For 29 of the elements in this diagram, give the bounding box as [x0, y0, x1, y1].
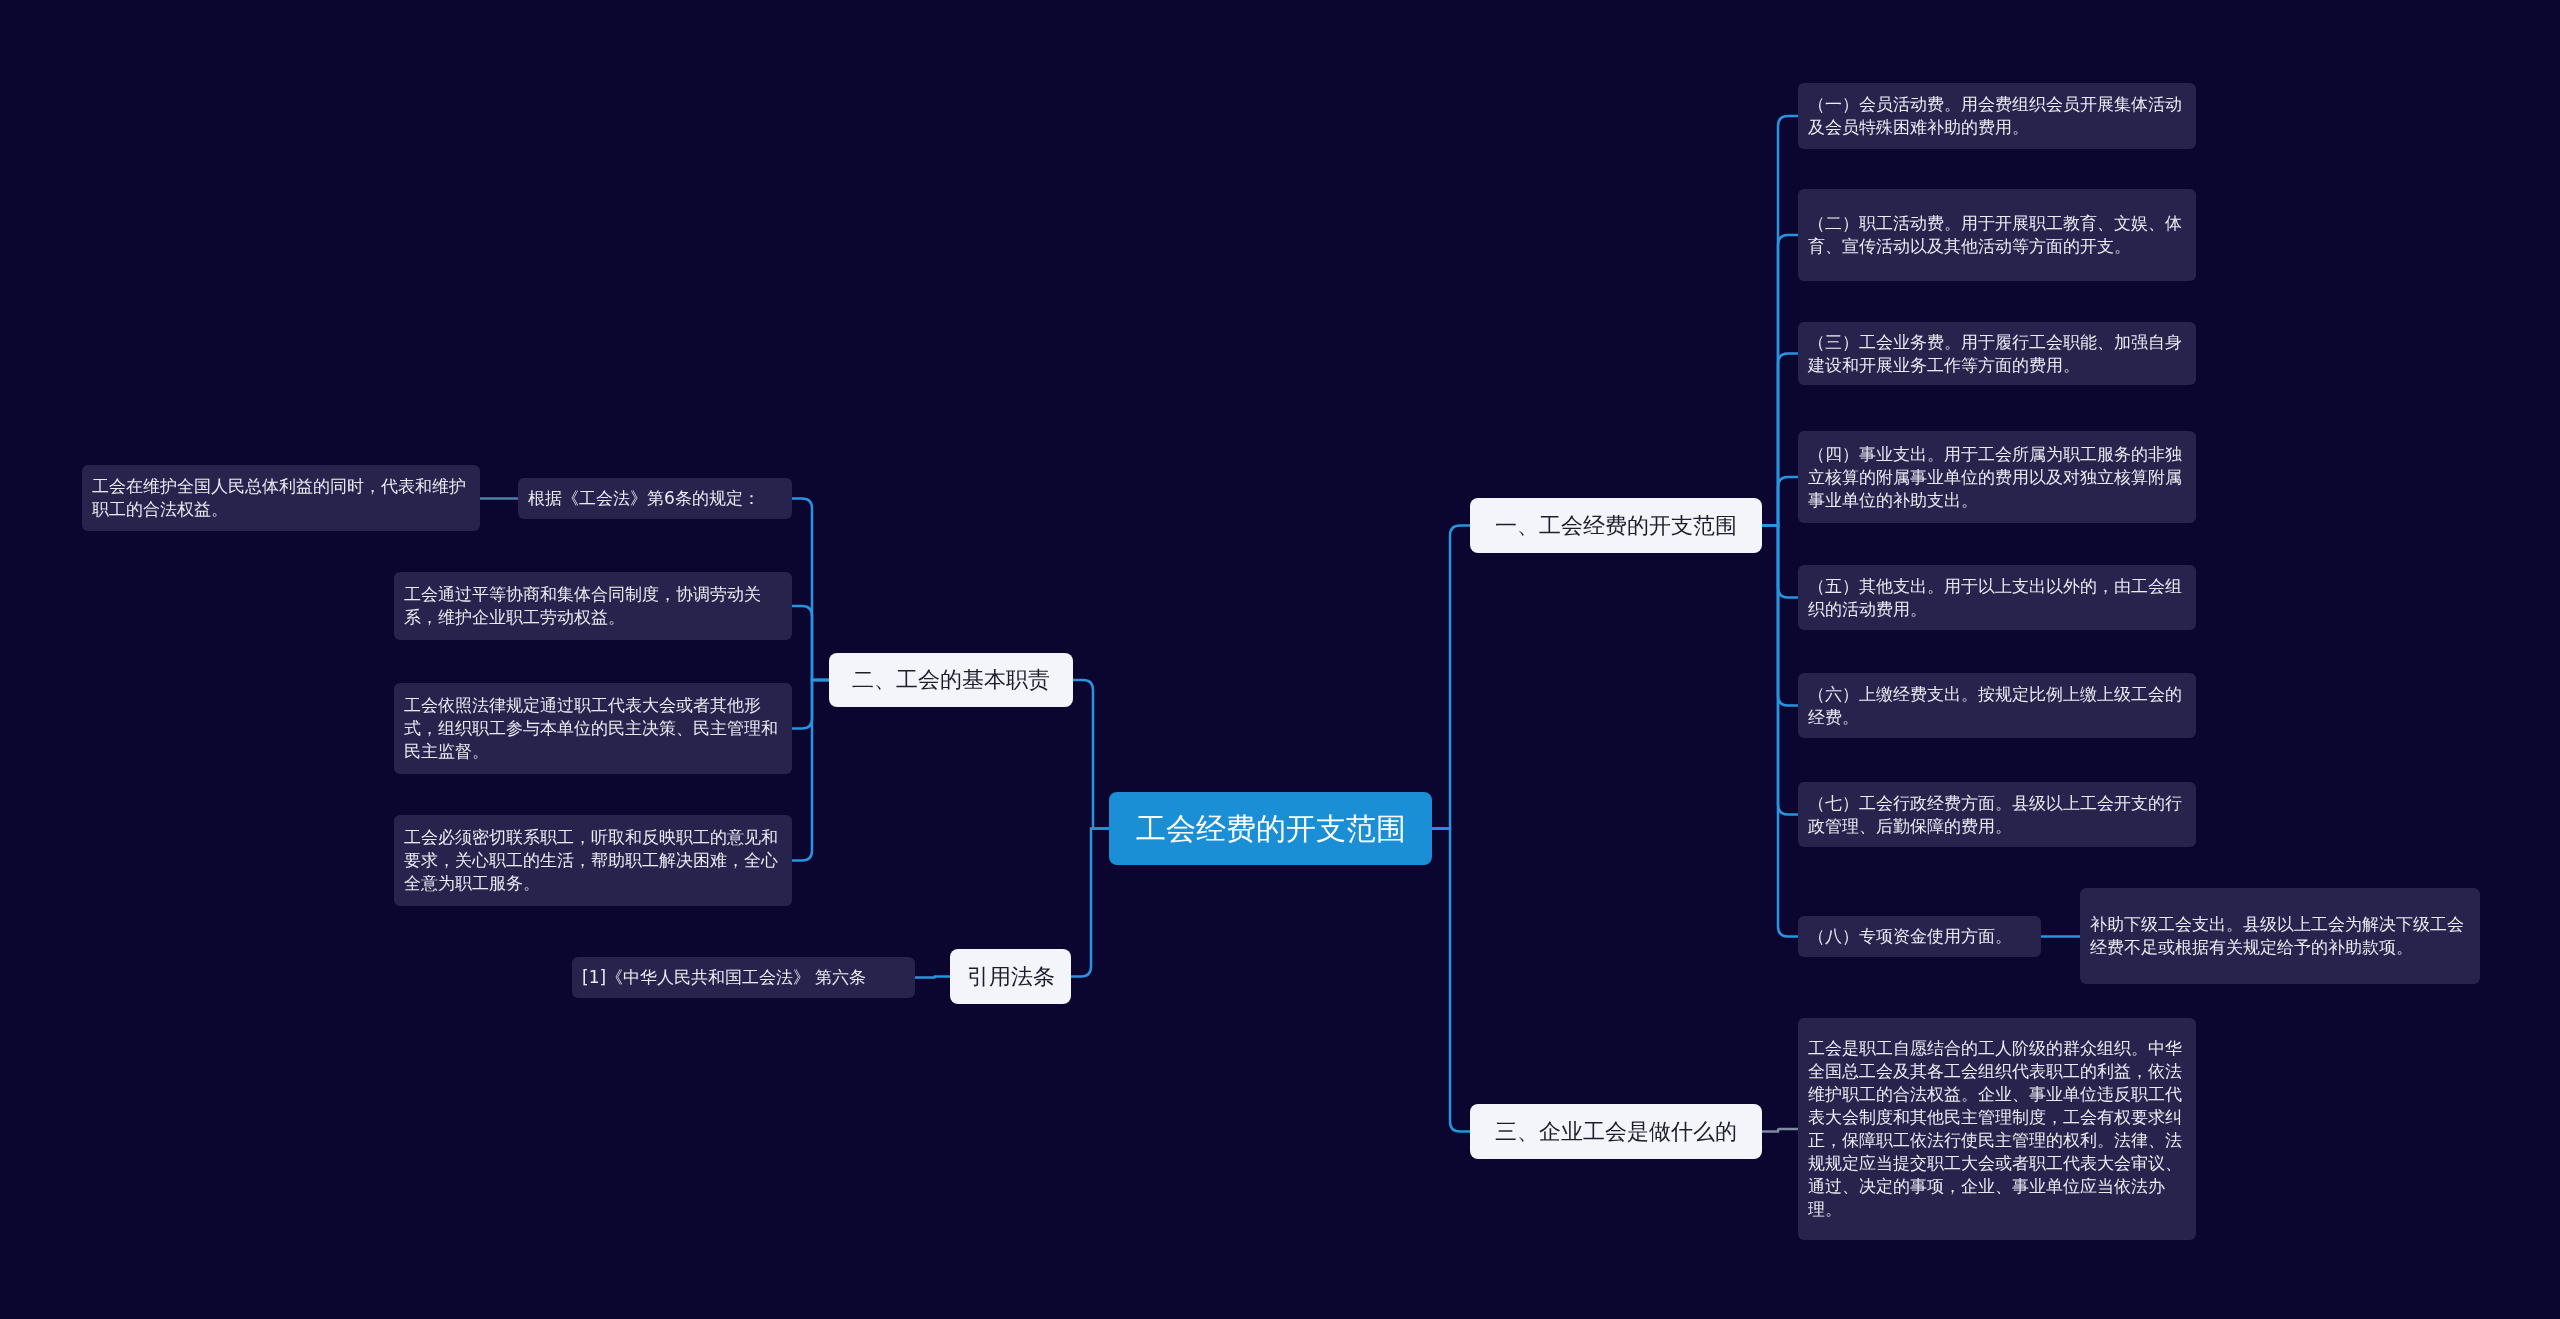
note-box: （二）职工活动费。用于开展职工教育、文娱、体育、宣传活动以及其他活动等方面的开支。 — [1798, 189, 2196, 281]
connector-line — [1762, 524, 1798, 938]
topic-box: 引用法条 — [950, 949, 1071, 1004]
note-box: 补助下级工会支出。县级以上工会为解决下级工会经费不足或根据有关规定给予的补助款项。 — [2080, 888, 2480, 984]
topic-box: 三、企业工会是做什么的 — [1470, 1104, 1762, 1159]
topic-box: 二、工会的基本职责 — [829, 653, 1073, 707]
connector-line — [1071, 827, 1109, 978]
connector-line — [792, 678, 829, 862]
note-box: （八）专项资金使用方面。 — [1798, 916, 2041, 957]
note-box: 工会是职工自愿结合的工人阶级的群众组织。中华全国总工会及其各工会组织代表职工的利益，依法维护职工的合法权益。企业、事业单位违反职工代表大会制度和其他民主管理制度，工会有权要求纠正，保障职工依法行使民主管理的权利。法律、法规规定应当提交职工大会或者职工代表大会审议、通过、决定的事项，企业、事业单位应当依法办理。 — [1798, 1018, 2196, 1240]
note-box: 工会必须密切联系职工，听取和反映职工的意见和要求，关心职工的生活，帮助职工解决困难，全心全意为职工服务。 — [394, 815, 792, 906]
note-box: （七）工会行政经费方面。县级以上工会开支的行政管理、后勤保障的费用。 — [1798, 782, 2196, 847]
connector-line — [915, 975, 950, 979]
note-box: （三）工会业务费。用于履行工会职能、加强自身建设和开展业务工作等方面的费用。 — [1798, 322, 2196, 385]
note-box: 工会依照法律规定通过职工代表大会或者其他形式，组织职工参与本单位的民主决策、民主管理和民主监督。 — [394, 683, 792, 774]
connector-line — [480, 497, 518, 500]
note-box: （五）其他支出。用于以上支出以外的，由工会组织的活动费用。 — [1798, 565, 2196, 630]
note-box: （六）上缴经费支出。按规定比例上缴上级工会的经费。 — [1798, 673, 2196, 738]
note-box: 工会在维护全国人民总体利益的同时，代表和维护职工的合法权益。 — [82, 465, 480, 531]
topic-box: 一、工会经费的开支范围 — [1470, 498, 1762, 553]
note-box: 工会通过平等协商和集体合同制度，协调劳动关系，维护企业职工劳动权益。 — [394, 572, 792, 640]
note-box: （四）事业支出。用于工会所属为职工服务的非独立核算的附属事业单位的费用以及对独立核算附属事业单位的补助支出。 — [1798, 431, 2196, 523]
connector-line — [1762, 1127, 1798, 1133]
note-box: [1]《中华人民共和国工会法》 第六条 — [572, 957, 915, 998]
connector-line — [2041, 935, 2080, 938]
note-box: （一）会员活动费。用会费组织会员开展集体活动及会员特殊困难补助的费用。 — [1798, 83, 2196, 149]
connector-line — [1432, 827, 1470, 1133]
central-topic-box: 工会经费的开支范围 — [1109, 792, 1432, 865]
note-box: 根据《工会法》第6条的规定： — [518, 478, 792, 519]
